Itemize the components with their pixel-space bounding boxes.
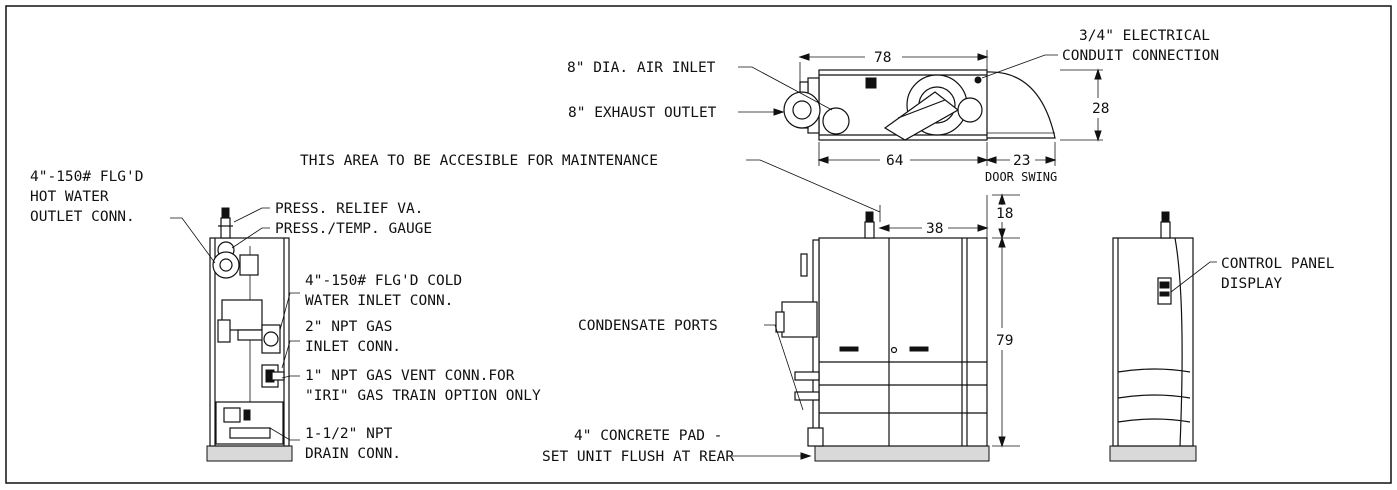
- electrical-label-2: CONDUIT CONNECTION: [1062, 48, 1219, 64]
- air-inlet-icon: [822, 107, 850, 135]
- cold-water-label-2: WATER INLET CONN.: [305, 293, 453, 309]
- right-labels: CONTROL PANEL DISPLAY: [1170, 256, 1335, 293]
- condensate-port-icon: [781, 301, 818, 338]
- dim-height: 79: [996, 333, 1013, 349]
- maintenance-label: THIS AREA TO BE ACCESIBLE FOR MAINTENANC…: [300, 153, 658, 169]
- relief-valve-label: PRESS. RELIEF VA.: [275, 201, 423, 217]
- hot-water-label-3: OUTLET CONN.: [30, 209, 135, 225]
- condensate-label: CONDENSATE PORTS: [578, 318, 718, 334]
- right-front-view: [1109, 211, 1197, 462]
- gauge-label: PRESS./TEMP. GAUGE: [275, 221, 432, 237]
- pad-label-2: SET UNIT FLUSH AT REAR: [542, 449, 734, 465]
- gas-inlet-label-1: 2" NPT GAS: [305, 319, 392, 335]
- hot-water-label-1: 4"-150# FLG'D: [30, 169, 144, 185]
- dim-flange-offset: 38: [926, 221, 943, 237]
- hot-water-label-2: HOT WATER: [30, 189, 109, 205]
- control-label-1: CONTROL PANEL: [1221, 256, 1335, 272]
- drain-label-2: DRAIN CONN.: [305, 446, 401, 462]
- dim-body-length: 64: [886, 153, 904, 169]
- top-plan-view: [783, 69, 1056, 141]
- gas-inlet-label-2: INLET CONN.: [305, 339, 401, 355]
- exhaust-label: 8" EXHAUST OUTLET: [568, 105, 717, 121]
- dim-top-clearance: 18: [996, 206, 1013, 222]
- door-swing-arc: [986, 71, 1056, 139]
- pad-label-1: 4" CONCRETE PAD -: [574, 428, 722, 444]
- left-pad: [206, 445, 293, 462]
- left-labels: 4"-150# FLG'D HOT WATER OUTLET CONN. PRE…: [30, 169, 541, 462]
- electrical-label-1: 3/4" ELECTRICAL: [1079, 28, 1210, 44]
- gas-vent-label-2: "IRI" GAS TRAIN OPTION ONLY: [305, 388, 541, 404]
- dim-depth: 28: [1092, 101, 1109, 117]
- front-pad: [814, 445, 990, 462]
- front-dimensions: 38 18 79 CONDENSATE PORTS 4" CONCRETE PA…: [542, 193, 1020, 465]
- right-pad: [1109, 445, 1197, 462]
- drain-label-1: 1-1/2" NPT: [305, 426, 393, 442]
- cold-water-label-1: 4"-150# FLG'D COLD: [305, 273, 462, 289]
- air-inlet-label: 8" DIA. AIR INLET: [567, 60, 716, 76]
- control-label-2: DISPLAY: [1221, 276, 1282, 292]
- plan-labels: 8" DIA. AIR INLET 8" EXHAUST OUTLET 3/4"…: [300, 28, 1219, 213]
- front-view: [775, 211, 990, 462]
- dim-overall-length: 78: [874, 50, 891, 66]
- door-swing-label: DOOR SWING: [985, 170, 1057, 184]
- gas-vent-label-1: 1" NPT GAS VENT CONN.FOR: [305, 368, 515, 384]
- left-side-view: [206, 207, 293, 462]
- plan-dimensions: 78 28 64 23 DOOR SWING: [798, 50, 1109, 184]
- front-cabinet: [818, 237, 988, 447]
- dim-door-swing: 23: [1013, 153, 1030, 169]
